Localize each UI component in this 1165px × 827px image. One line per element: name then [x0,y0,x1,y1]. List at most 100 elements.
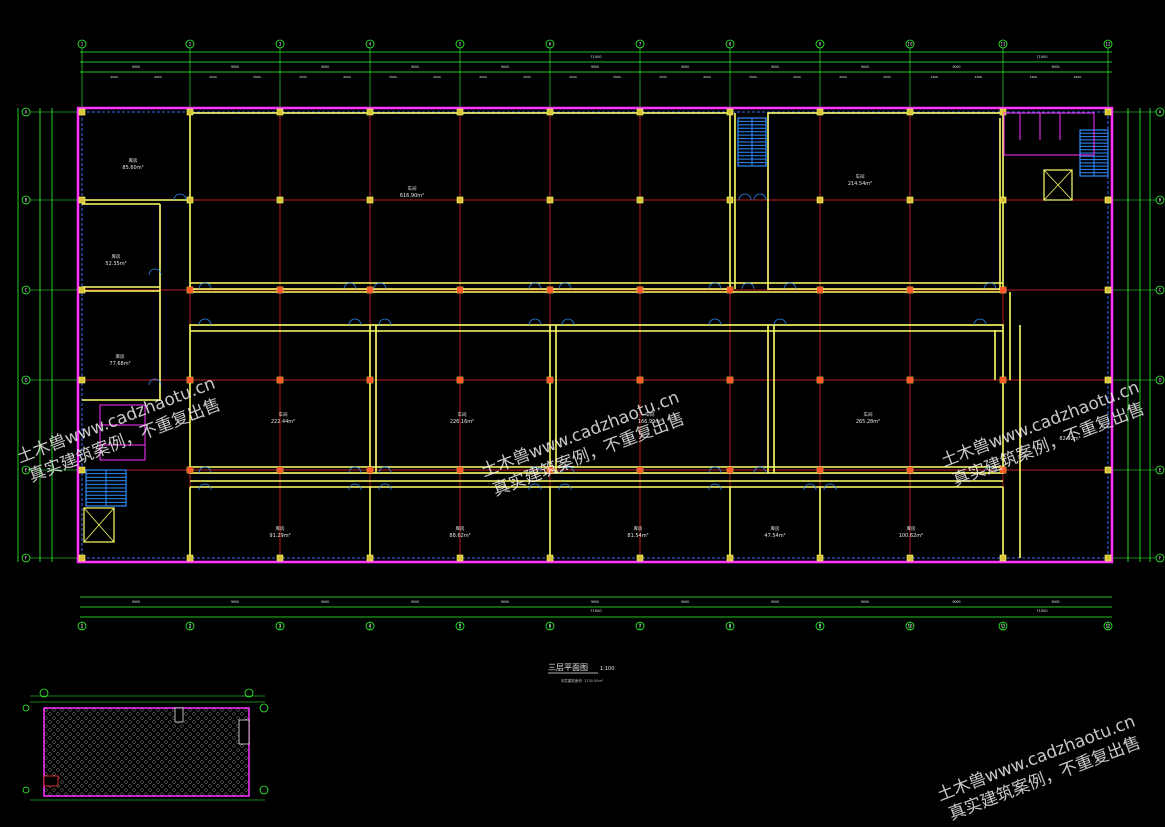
dimension-label: 4500 [839,75,847,79]
column [456,554,464,562]
door [198,318,212,326]
dimension-label: 4500 [1074,75,1082,79]
axis-bubble [545,621,555,631]
dimension-label: 9000 [231,600,239,604]
column [726,554,734,562]
door [803,483,817,491]
column [816,108,824,116]
axis-bubble [1155,285,1165,295]
stairs [83,117,1109,543]
dimension-label: 9000 [681,65,689,69]
building-outline [76,106,1114,564]
door [378,483,392,491]
axis-bubble [725,621,735,631]
column [636,196,644,204]
column [366,196,374,204]
column [276,196,284,204]
room-name: 库房 [276,525,285,532]
axis-bubble [1103,621,1113,631]
door [528,483,542,491]
door [823,483,837,491]
axis-label: 1 [81,624,84,629]
column [186,196,194,204]
door [198,483,212,491]
plan-area-note: 本层建筑面积: 1730.00m² [561,678,604,683]
room-area: 265.28m² [856,419,880,425]
toilet-fixtures [99,112,1095,461]
door [148,378,162,386]
dimension-label: 9000 [771,600,779,604]
axis-label: 10 [907,42,913,47]
dimension-label: 4500 [479,75,487,79]
dimension-label: 4500 [299,75,307,79]
axis-label: 2 [189,42,192,47]
door [738,193,752,201]
room-area: 100.62m² [899,533,923,539]
dimension-label: 4500 [343,75,351,79]
dimension-label: 4500 [613,75,621,79]
axis-bubble [905,39,915,49]
axis-label: 9 [819,42,822,47]
column [999,554,1007,562]
door [378,466,392,474]
column [367,287,373,293]
dimension-label: 4500 [749,75,757,79]
column [1104,466,1112,474]
dimension-label: 9000 [771,65,779,69]
axis-bubble [815,621,825,631]
door [773,318,787,326]
axis-bubble [21,107,31,117]
plan-scale: 1:100 [600,666,614,672]
axis-label: 6 [549,42,552,47]
column [637,467,643,473]
dimension-label: 9000 [952,600,960,604]
dimension-label: 4500 [569,75,577,79]
column [457,467,463,473]
column [186,108,194,116]
dimension-label: 71000 [590,609,601,613]
column [1000,287,1006,293]
dimension-label: 9000 [132,600,140,604]
axis-bubble [185,621,195,631]
column [546,554,554,562]
axis-bubble [1155,465,1165,475]
column [817,467,823,473]
column [727,377,733,383]
door [753,466,767,474]
axis-bubble [365,39,375,49]
room-area: 616.90m² [400,193,424,199]
dimension-label: 9000 [861,65,869,69]
column [907,467,913,473]
axis-bubble [21,465,31,475]
column [78,108,86,116]
door [148,268,162,276]
room-name: 库房 [771,525,780,532]
axis-bubble [77,621,87,631]
dimension-label: 4500 [110,75,118,79]
dimension-label: 71000 [1036,609,1047,613]
room-area: 222.44m² [271,419,295,425]
dimension-label: 9000 [952,65,960,69]
room-name: 车间 [279,411,288,418]
plan-title: 三层平面图 [548,663,588,672]
axis-label: 11 [1000,42,1006,47]
dimension-label: 9000 [411,65,419,69]
column [457,377,463,383]
room-labels: 库房85.60m²车间616.90m²车间214.54m²库房52.35m²库房… [105,157,1080,539]
room-area: 214.54m² [848,181,872,187]
axis-label: A [25,110,28,115]
axis-label: 5 [459,42,462,47]
axis-label: 2 [189,624,192,629]
dimension-label: 4500 [659,75,667,79]
dimension-label: 4500 [209,75,217,79]
door [561,318,575,326]
room-name: 车间 [408,185,417,192]
dimension-label: 9000 [591,600,599,604]
column [547,287,553,293]
axis-label: 12 [1105,42,1111,47]
dimension-label: 9000 [501,600,509,604]
door [783,282,797,290]
column [547,377,553,383]
